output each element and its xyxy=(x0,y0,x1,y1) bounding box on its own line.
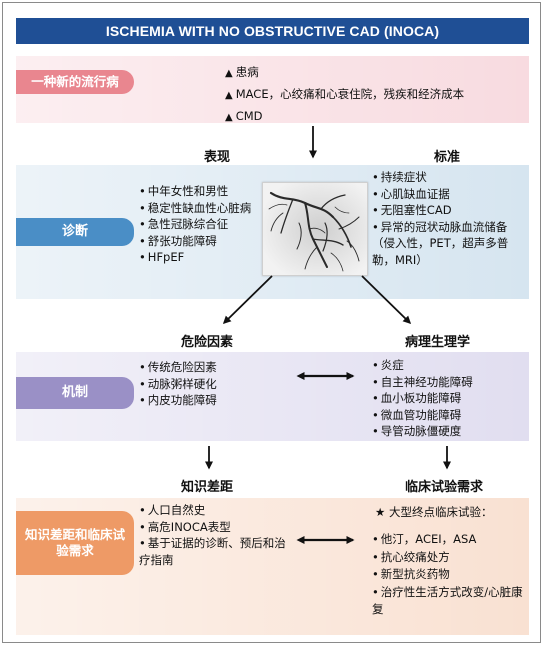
figure-title: ISCHEMIA WITH NO OBSTRUCTIVE CAD (INOCA) xyxy=(16,18,529,44)
presentation-heading: 表现 xyxy=(204,150,231,165)
list-item: •舒张功能障碍 xyxy=(139,233,217,248)
pathophysiology-list: •炎症 •自主神经功能障碍 •血小板功能障碍 •微血管功能障碍 •导管动脉僵硬度 xyxy=(372,357,473,440)
list-item: •心肌缺血证据 xyxy=(372,186,450,201)
knowledge-gaps-list: •人口自然史 •高危INOCA表型 •基于证据的诊断、预后和治疗指南 xyxy=(139,502,289,568)
list-item: •人口自然史 xyxy=(139,503,206,517)
epidemic-tab: 一种新的流行病 xyxy=(16,70,134,94)
coronary-angiogram-graphic xyxy=(263,183,367,275)
list-item: •微血管功能障碍 xyxy=(372,407,462,422)
criteria-list: •持续症状 •心肌缺血证据 •无阻塞性CAD •异常的冠状动脉血流储备（侵入性，… xyxy=(372,169,520,268)
up-arrow-icon: ▲ xyxy=(225,68,233,79)
list-item: •新型抗炎药物 xyxy=(372,567,450,581)
list-item: •内皮功能障碍 xyxy=(139,393,217,407)
criteria-heading: 标准 xyxy=(434,150,461,165)
list-item: •持续症状 xyxy=(372,170,427,184)
epidemic-list: ▲患病 ▲MACE，心绞痛和心衰住院，残疾和经济成本 ▲CMD xyxy=(225,62,464,128)
trial-intro: ★ 大型终点临床试验： xyxy=(375,505,493,519)
list-item: •炎症 xyxy=(372,358,404,372)
mechanism-tab: 机制 xyxy=(16,377,134,409)
gaps-tab: 知识差距和临床试验需求 xyxy=(16,511,134,575)
list-item: •导管动脉僵硬度 xyxy=(372,424,462,438)
diagonal-arrow-icon xyxy=(222,275,273,325)
coronary-angiogram-image xyxy=(262,182,368,276)
knowledge-gaps-heading: 知识差距 xyxy=(181,480,234,495)
star-icon: ★ xyxy=(375,505,389,519)
list-item: •他汀，ACEI，ASA xyxy=(372,532,477,546)
list-item: •传统危险因素 xyxy=(139,360,217,374)
list-item: ▲MACE，心绞痛和心衰住院，残疾和经济成本 xyxy=(225,87,465,101)
list-item: ▲CMD xyxy=(225,109,263,123)
list-item: •HFpEF xyxy=(139,250,185,264)
list-item: •无阻塞性CAD xyxy=(372,203,452,217)
list-item: •异常的冠状动脉血流储备（侵入性，PET，超声多普勒，MRI） xyxy=(372,219,509,267)
pathophysiology-heading: 病理生理学 xyxy=(405,335,471,350)
list-item: •抗心绞痛处方 xyxy=(372,549,450,564)
diagonal-arrow-icon xyxy=(361,275,412,325)
list-item: •动脉粥样硬化 xyxy=(139,376,217,391)
list-item: ▲患病 xyxy=(225,65,259,79)
trial-needs-heading: 临床试验需求 xyxy=(405,480,484,495)
list-item: •急性冠脉综合征 xyxy=(139,217,229,231)
trial-needs-list: •他汀，ACEI，ASA •抗心绞痛处方 •新型抗炎药物 •治疗性生活方式改变/… xyxy=(372,531,527,619)
list-item: •稳定性缺血性心脏病 xyxy=(139,200,252,215)
risk-factors-heading: 危险因素 xyxy=(181,335,234,350)
list-item: •基于证据的诊断、预后和治疗指南 xyxy=(139,536,286,567)
list-item: •自主神经功能障碍 xyxy=(372,374,473,389)
up-arrow-icon: ▲ xyxy=(225,90,233,101)
risk-factors-list: •传统危险因素 •动脉粥样硬化 •内皮功能障碍 xyxy=(139,359,217,409)
list-item: •血小板功能障碍 xyxy=(372,391,462,405)
presentation-list: •中年女性和男性 •稳定性缺血性心脏病 •急性冠脉综合征 •舒张功能障碍 •HF… xyxy=(139,183,251,266)
list-item: •中年女性和男性 xyxy=(139,184,229,198)
list-item: •高危INOCA表型 xyxy=(139,519,231,534)
up-arrow-icon: ▲ xyxy=(225,112,233,123)
list-item: •治疗性生活方式改变/心脏康复 xyxy=(372,584,523,617)
diagnosis-tab: 诊断 xyxy=(16,218,134,246)
